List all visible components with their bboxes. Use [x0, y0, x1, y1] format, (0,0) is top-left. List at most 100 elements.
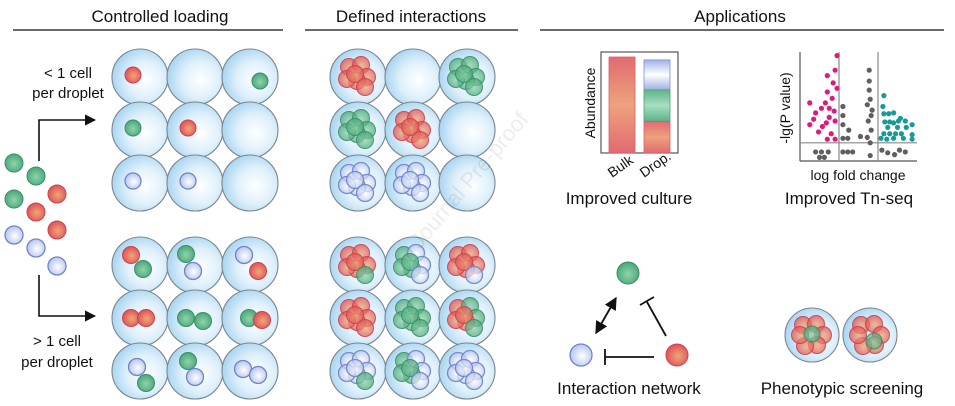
bar-drop-red [643, 120, 671, 154]
droplet-cell [111, 101, 169, 159]
cell-green [356, 131, 374, 149]
interaction-grid-bottom [329, 236, 496, 400]
point-not-significant [869, 107, 875, 113]
point-not-significant [840, 103, 846, 110]
arrow-high-loading [38, 275, 97, 322]
high-loading-grid [111, 236, 279, 400]
cell-blue [185, 367, 205, 387]
point-depleted [807, 122, 813, 128]
cell-red [455, 306, 473, 324]
cell-blue [248, 365, 268, 385]
droplet-colony [438, 154, 496, 212]
cell-red [137, 309, 155, 327]
screening-caption: Phenotypic screening [761, 379, 924, 398]
droplet-cell [166, 236, 224, 294]
point-enriched [895, 118, 902, 124]
point-enriched [882, 119, 888, 125]
cell-green [465, 319, 483, 337]
point-depleted [823, 120, 829, 126]
loose-cells [4, 153, 67, 276]
droplet-colony [329, 154, 387, 212]
cell-blue [410, 265, 430, 285]
bar-bulk-red [608, 56, 636, 154]
cell-green [179, 352, 197, 370]
point-depleted [822, 100, 828, 106]
point-depleted [831, 108, 837, 114]
cell-green [455, 65, 473, 83]
section-header-applications: Applications [540, 7, 944, 31]
point-depleted [824, 73, 830, 79]
cell-red [26, 202, 46, 222]
point-enriched [881, 93, 887, 99]
cell-blue [464, 371, 484, 391]
y-axis-label: -lg(P value) [777, 72, 793, 143]
point-not-significant [896, 147, 903, 153]
cell-green [401, 253, 419, 271]
droplet-cell [221, 289, 279, 347]
section-title: Controlled loading [91, 7, 228, 26]
point-not-significant [840, 135, 846, 141]
point-not-significant [840, 122, 846, 128]
cell-green [803, 325, 821, 343]
point-depleted [834, 85, 840, 91]
cell-red [849, 326, 867, 344]
droplet-colony [329, 289, 387, 347]
droplet-cell [221, 48, 279, 106]
cell-green [401, 306, 419, 324]
droplet [221, 236, 279, 294]
cell-green [194, 312, 212, 330]
tnseq-caption: Improved Tn-seq [785, 189, 913, 208]
droplet-colony [438, 289, 496, 347]
point-enriched [902, 118, 908, 124]
cell-green [411, 319, 429, 337]
cell-blue [127, 357, 147, 377]
cell-red [253, 311, 271, 329]
cell-blue [454, 358, 474, 378]
culture-caption: Improved culture [566, 189, 693, 208]
droplet-colony [384, 101, 442, 159]
point-depleted [829, 95, 835, 101]
point-not-significant [845, 149, 851, 155]
point-not-significant [865, 118, 871, 124]
droplet-colony [329, 101, 387, 159]
network-node-red [665, 343, 689, 367]
cell-red [401, 118, 419, 136]
cell-red [124, 66, 142, 84]
point-depleted [824, 136, 830, 142]
droplet-cell [111, 289, 169, 347]
cell-red [346, 306, 364, 324]
droplet-cell [111, 342, 169, 400]
bar-drop-green [643, 89, 671, 122]
phenotypic-screening [784, 307, 898, 363]
x-tick-bulk: Bulk [605, 151, 637, 180]
cell-green [356, 372, 374, 390]
droplet-cell [221, 154, 279, 212]
cell-green [465, 78, 483, 96]
cell-blue [345, 358, 365, 378]
droplet-cell [111, 154, 169, 212]
point-not-significant [866, 87, 872, 93]
cell-blue [410, 183, 430, 203]
cell-green [4, 189, 24, 209]
cell-blue [47, 256, 67, 276]
point-not-significant [850, 149, 856, 155]
chart-frame [600, 51, 679, 154]
cell-red [122, 246, 140, 264]
low-loading-grid [111, 48, 279, 212]
point-not-significant [825, 149, 831, 155]
cell-green [137, 374, 155, 392]
point-enriched [878, 135, 884, 141]
arrow-low-loading [38, 114, 97, 161]
point-depleted [826, 105, 832, 111]
droplet [221, 154, 279, 212]
point-depleted [832, 118, 838, 124]
point-depleted [819, 123, 826, 130]
cell-blue [410, 371, 430, 391]
cell-green [251, 72, 269, 90]
point-enriched [903, 124, 909, 130]
cell-blue [183, 261, 203, 281]
droplet-cell [166, 289, 224, 347]
droplet-cell [166, 342, 224, 400]
point-depleted [818, 105, 825, 111]
